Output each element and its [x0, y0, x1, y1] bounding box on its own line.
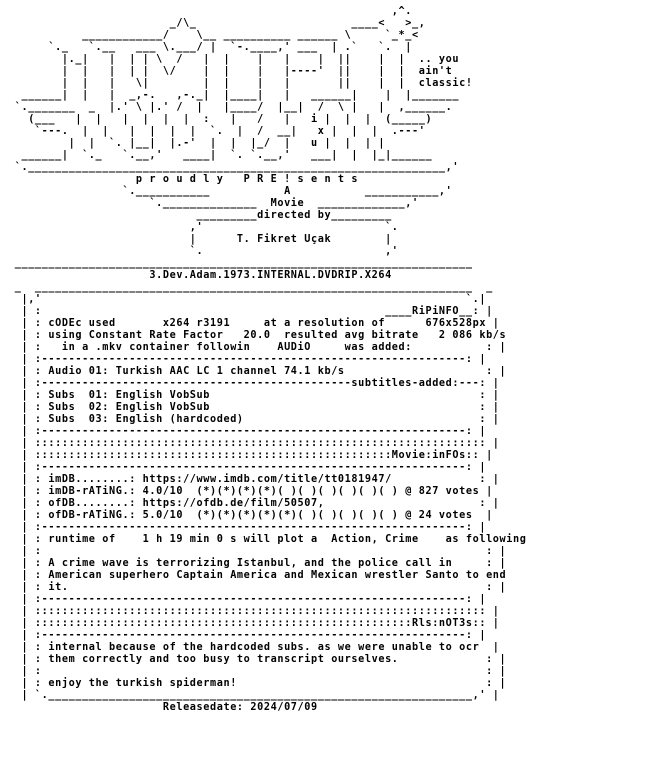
nfo-line: _ ______________________________________…	[8, 282, 493, 293]
nfo-line: | :-------------------------------------…	[8, 522, 487, 533]
nfo-line: | : in a .mkv container followin AUDiO w…	[8, 342, 507, 353]
nfo-line: ______| | | _,-. ,-._| |____| | ______| …	[8, 90, 460, 101]
nfo-line: | : it. : |	[8, 582, 507, 593]
nfo-line: `.______________ Movie _____________,'	[8, 198, 419, 209]
nfo-line: | `.____________________________________…	[8, 690, 500, 701]
nfo-line: | :-------------------------------------…	[8, 354, 487, 365]
nfo-line: ,' `.	[8, 222, 399, 233]
nfo-line: ______| `._ `.__,' ____| `. `.__,' ___| …	[8, 150, 433, 161]
nfo-line: | : using Constant Rate Factor 20.0 resu…	[8, 330, 507, 341]
nfo-line: | : imDB........: https://www.imdb.com/t…	[8, 474, 500, 485]
nfo-line: | ::::::::::::::::::::::::::::::::::::::…	[8, 450, 493, 461]
nfo-line: | :-------------------------------------…	[8, 378, 500, 389]
nfo-line: Releasedate: 2024/07/09	[8, 702, 318, 713]
nfo-line: 3.Dev.Adam.1973.INTERNAL.DVDRIP.X264	[8, 270, 392, 281]
nfo-line: | T. Fikret Uçak |	[8, 234, 392, 245]
nfo-line: | : ____RiPiNFO__: |	[8, 306, 493, 317]
nfo-line: `._ `.__ ___ \.___/ | `-.____,' ___ | .`…	[8, 42, 413, 53]
nfo-line: (___ | | | | | | : | / | i | | | (_____)	[8, 114, 433, 125]
nfo-line: `. ,'	[8, 246, 399, 257]
nfo-line: | : : |	[8, 546, 507, 557]
nfo-line: | | `. |__| |.-' | | |_/ | u | | | |	[8, 138, 386, 149]
nfo-line: ________________________________________…	[8, 258, 473, 269]
nfo-line: _________directed by_________	[8, 210, 392, 221]
nfo-line: | : internal because of the hardcoded su…	[8, 642, 500, 653]
nfo-line: `._______ _ |.' \ |.' / | |____/ |__| / …	[8, 102, 453, 113]
nfo-line: | : ofDB........: https://ofdb.de/film/5…	[8, 498, 500, 509]
nfo-line: ____________/ \__ __________ ______ \ `_…	[8, 30, 419, 41]
nfo-line: | : Subs 03: English (hardcoded) : |	[8, 414, 500, 425]
nfo-line: _/\_ ____< >_,	[8, 18, 426, 29]
nfo-line: `.______________________________________…	[8, 162, 460, 173]
nfo-line: ,^.	[8, 6, 413, 17]
nfo-line: | : runtime of 1 h 19 min 0 s will plot …	[8, 534, 527, 545]
nfo-line: | : American superhero Captain America a…	[8, 570, 507, 581]
nfo-text: ,^. _/\_ ____< >_, ____________/ \__ ___…	[8, 6, 526, 714]
nfo-line: | ::::::::::::::::::::::::::::::::::::::…	[8, 438, 500, 449]
nfo-line: | ::::::::::::::::::::::::::::::::::::::…	[8, 606, 500, 617]
nfo-line: `---. | | | | | | `. | / __| x | | | .--…	[8, 126, 426, 137]
nfo-line: | : Subs 02: English VobSub : |	[8, 402, 500, 413]
nfo-line: p r o u d l y P R E ! s e n t s	[8, 174, 359, 185]
nfo-line: | : enjoy the turkish spiderman! : |	[8, 678, 507, 689]
nfo-line: | ::::::::::::::::::::::::::::::::::::::…	[8, 618, 500, 629]
nfo-line: | : them correctly and too busy to trans…	[8, 654, 507, 665]
nfo-line: | : : |	[8, 666, 507, 677]
nfo-line: | | | | | \/ | | | |----' || | | ain't	[8, 66, 453, 77]
nfo-line: | :-------------------------------------…	[8, 426, 487, 437]
nfo-line: | : cODEc used x264 r3191 at a resolutio…	[8, 318, 500, 329]
nfo-line: | : imDB-rATiNG.: 4.0/10 (*)(*)(*)(*)( )…	[8, 486, 493, 497]
nfo-line: | | | \| | | | | || | | classic!	[8, 78, 473, 89]
nfo-line: | : Subs 01: English VobSub : |	[8, 390, 500, 401]
nfo-line: | :-------------------------------------…	[8, 594, 487, 605]
nfo-line: | : ofDB-rATiNG.: 5.0/10 (*)(*)(*)(*)(*)…	[8, 510, 493, 521]
nfo-line: |,' `.|	[8, 294, 487, 305]
nfo-line: | :-------------------------------------…	[8, 462, 487, 473]
nfo-line: `.___________ A ___________,'	[8, 186, 453, 197]
nfo-line: |._| | | | \ / | | | | | || | | .. you	[8, 54, 460, 65]
nfo-line: | : A crime wave is terrorizing Istanbul…	[8, 558, 507, 569]
nfo-line: | :-------------------------------------…	[8, 630, 487, 641]
nfo-line: | : Audio 01: Turkish AAC LC 1 channel 7…	[8, 366, 507, 377]
